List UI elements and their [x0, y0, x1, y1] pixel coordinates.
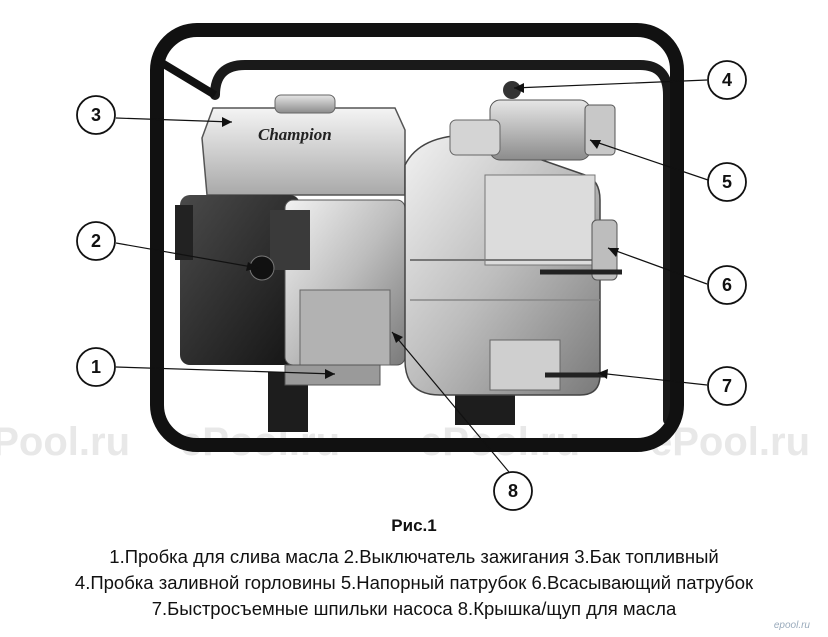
discharge-outlet [449, 81, 616, 161]
callout-number: 4 [722, 70, 732, 90]
pump-housing [404, 134, 601, 396]
arrowhead [222, 117, 232, 127]
callout-1: 1 [76, 347, 116, 387]
arrowhead [325, 369, 335, 379]
leader-line-8 [391, 331, 510, 473]
callout-6: 6 [707, 265, 747, 305]
legend-line: 1.Пробка для слива масла 2.Выключатель з… [109, 546, 719, 567]
callout-number: 2 [91, 231, 101, 251]
engine-block [175, 195, 406, 386]
callout-7: 7 [707, 366, 747, 406]
leader-line-7 [597, 372, 708, 386]
arrowhead [514, 83, 524, 93]
callout-3: 3 [76, 95, 116, 135]
arrowhead [608, 248, 619, 257]
callout-4: 4 [707, 60, 747, 100]
callout-5: 5 [707, 162, 747, 202]
corner-logo: epool.ru [773, 620, 810, 631]
arrowhead [590, 140, 601, 149]
fuel-tank: Champion [201, 94, 406, 196]
leader-line-3 [115, 117, 233, 123]
watermark-text: ePool.ru [0, 420, 130, 464]
callout-number: 7 [722, 376, 732, 396]
callout-markers: 1 2 3 4 5 6 7 8 [76, 60, 747, 511]
leader-lines [115, 79, 709, 473]
frame-crossbar [154, 56, 218, 99]
callout-2: 2 [76, 221, 116, 261]
arrowhead [598, 369, 608, 379]
legend-line: 7.Быстросъемные шпильки насоса 8.Крышка/… [151, 598, 677, 619]
leader-line-2 [115, 242, 259, 269]
arrowhead [246, 262, 258, 271]
leader-line-1 [115, 366, 336, 375]
arrowhead [392, 332, 403, 343]
callout-number: 1 [91, 357, 101, 377]
frame-back [210, 60, 673, 425]
leader-line-5 [589, 139, 709, 181]
leader-arrows [222, 83, 619, 379]
leader-line-4 [513, 79, 708, 89]
legend-line: 4.Пробка заливной горловины 5.Напорный п… [74, 572, 754, 593]
frame-front [150, 23, 684, 452]
callout-number: 3 [91, 105, 101, 125]
callout-number: 6 [722, 275, 732, 295]
figure-title: Рис.1 [391, 516, 437, 535]
callout-number: 8 [508, 481, 518, 501]
leader-line-6 [607, 247, 708, 285]
brand-label: Champion [258, 125, 332, 144]
callout-number: 5 [722, 172, 732, 192]
callout-8: 8 [493, 471, 533, 511]
